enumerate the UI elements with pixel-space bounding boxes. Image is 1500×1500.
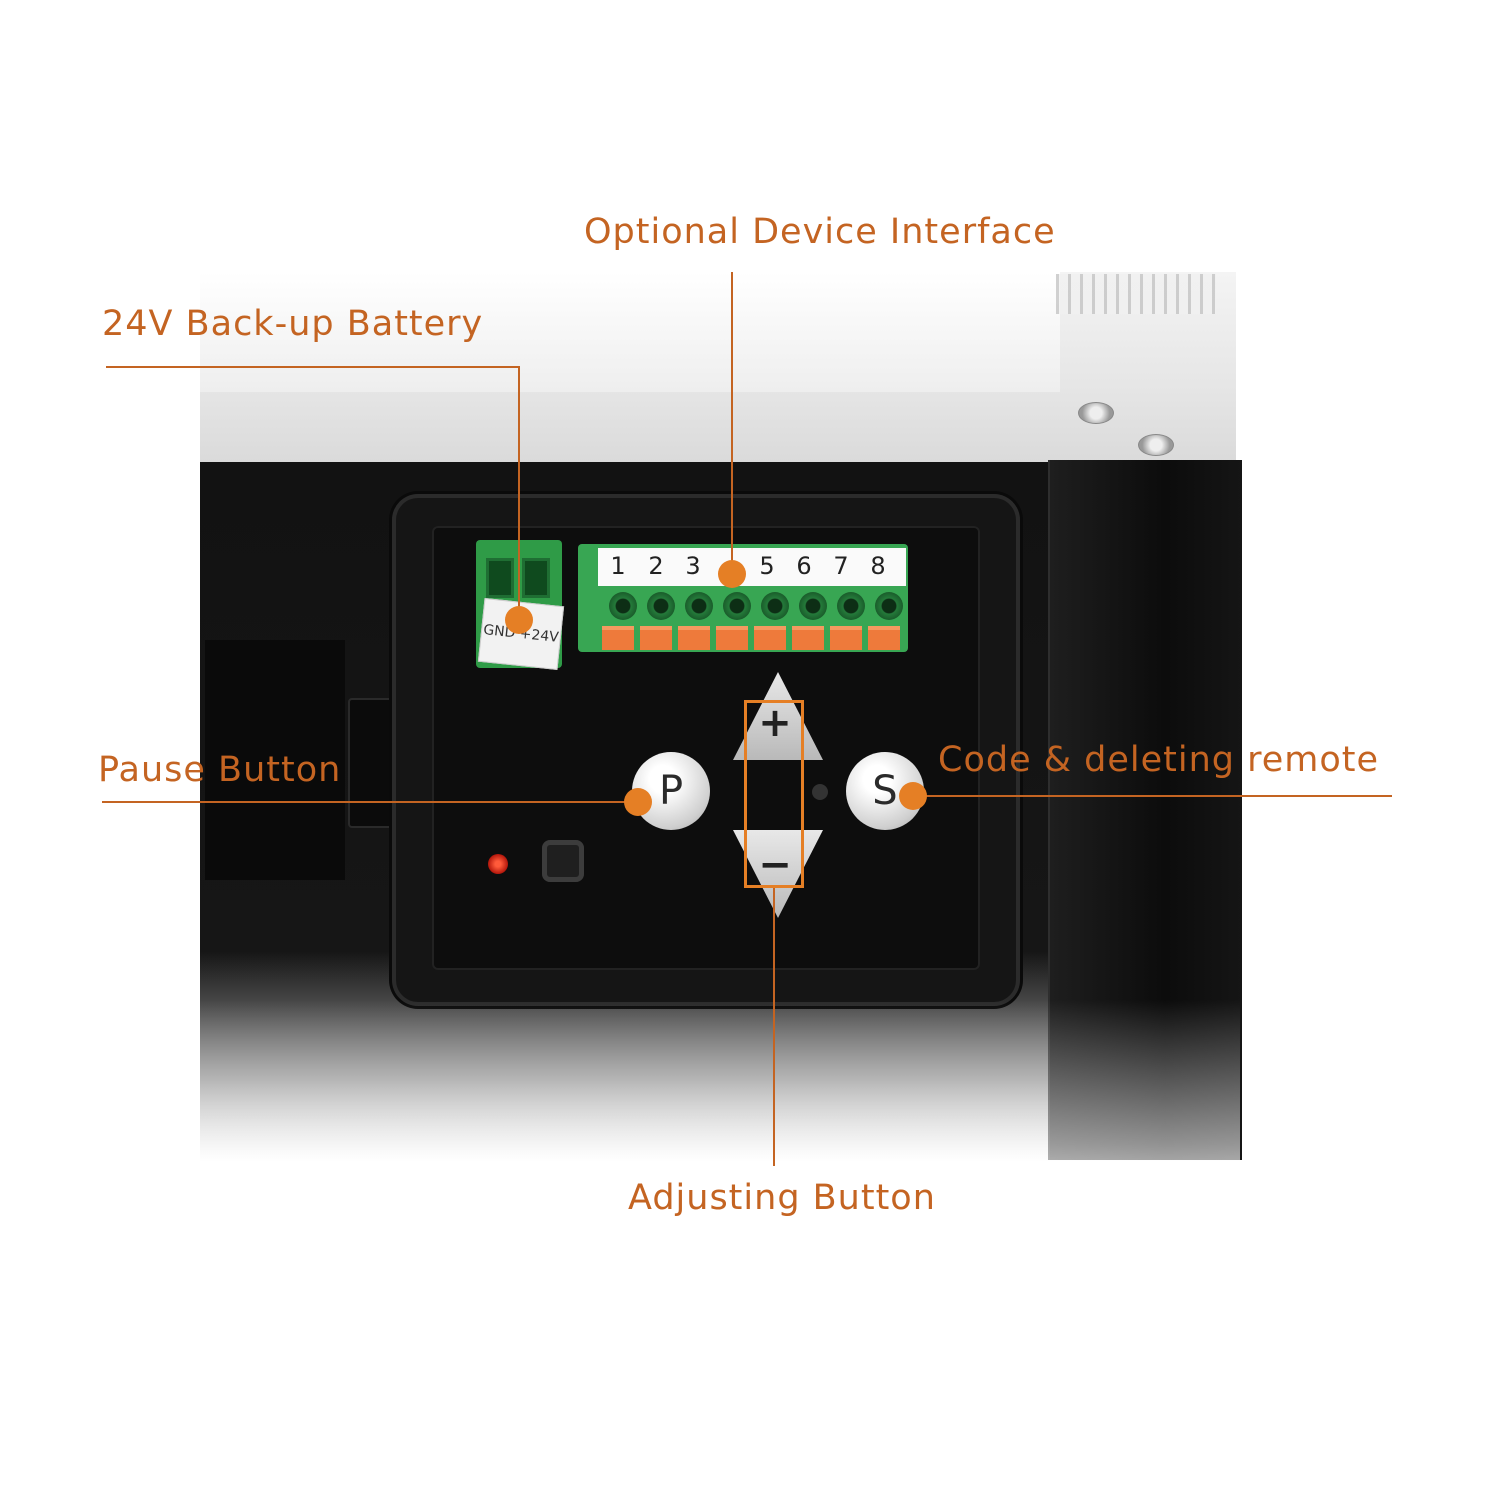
terminal-number: 3 [685,552,701,580]
terminal-screw-icon [609,592,637,620]
sensor-icon [542,840,584,882]
marker-dot [899,782,927,810]
terminal-screw-icon [723,592,751,620]
terminal-screw-icon [837,592,865,620]
label-optional-device-interface: Optional Device Interface [584,212,1056,252]
marker-dot [505,606,533,634]
battery-terminal-slot [486,558,514,598]
photo-fade [200,1000,1240,1240]
status-led [812,784,828,800]
terminal-screw-icon [761,592,789,620]
label-pause-button: Pause Button [98,750,342,790]
housing-top-highlight [200,272,1060,392]
leader-line [102,801,638,803]
leader-line [518,366,520,620]
terminal-release-tab[interactable] [792,626,824,650]
leader-line [773,888,775,1166]
terminal-number: 5 [759,552,775,580]
battery-terminal-slot [522,558,550,598]
terminal-screw-icon [685,592,713,620]
terminal-release-tab[interactable] [678,626,710,650]
screw-icon [1138,434,1174,456]
screw-icon [1078,402,1114,424]
side-panel [205,640,345,880]
leader-line [731,272,733,572]
minus-key[interactable]: − [758,842,792,888]
terminal-number: 1 [610,552,626,580]
leader-line [106,366,520,368]
power-led [488,854,508,874]
terminal-screw-icon [875,592,903,620]
marker-dot [718,560,746,588]
leader-line [912,795,1392,797]
set-button[interactable]: S [846,752,924,830]
terminal-number: 2 [648,552,664,580]
adjusting-button-highlight [744,700,804,888]
terminal-release-tab[interactable] [754,626,786,650]
terminal-release-tab[interactable] [830,626,862,650]
terminal-number: 6 [796,552,812,580]
label-adjusting-button: Adjusting Button [628,1178,936,1218]
terminal-release-tab[interactable] [868,626,900,650]
terminal-release-tab[interactable] [602,626,634,650]
label-backup-battery: 24V Back-up Battery [102,304,484,344]
terminal-screw-icon [647,592,675,620]
label-code-deleting-remote: Code & deleting remote [938,740,1380,780]
terminal-screw-icon [799,592,827,620]
marker-dot [624,788,652,816]
vent-grille [1056,274,1216,314]
terminal-release-tab[interactable] [640,626,672,650]
terminal-release-tab[interactable] [716,626,748,650]
terminal-number: 7 [833,552,849,580]
plus-key[interactable]: + [758,700,792,746]
connector-number-strip [598,548,906,586]
terminal-number: 8 [870,552,886,580]
